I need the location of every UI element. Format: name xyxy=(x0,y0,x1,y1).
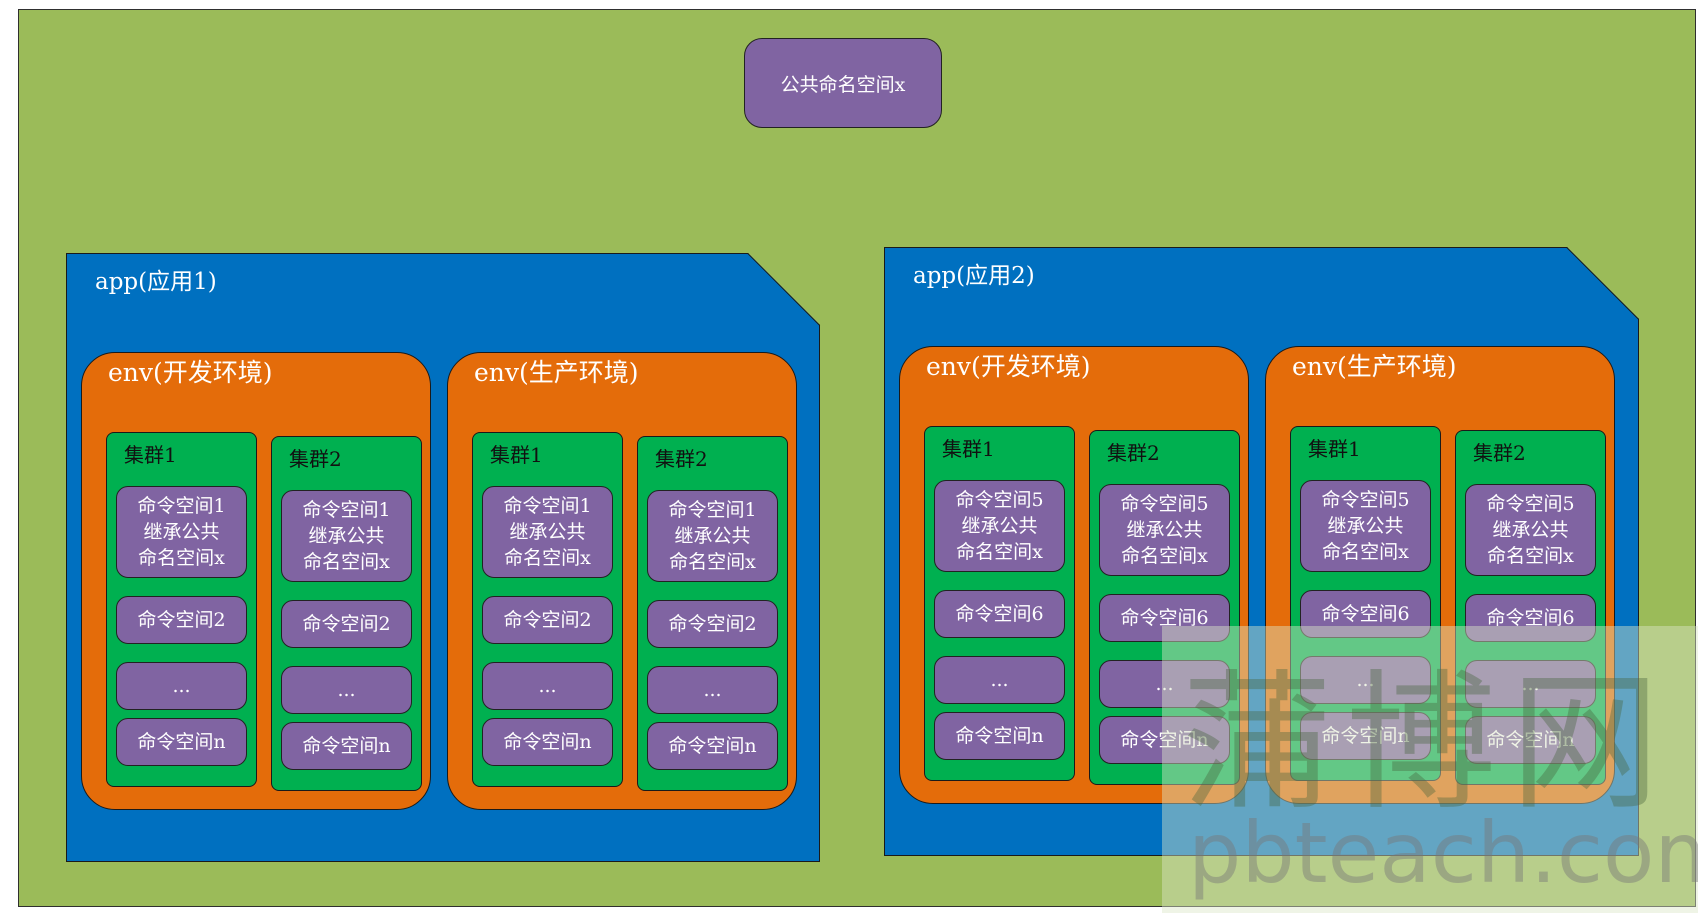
env-box: env(生产环境) 集群1 命令空间1 继承公共 命名空间x 命令空间2... 命令空间… xyxy=(447,352,797,810)
cluster-title: 集群2 xyxy=(1107,441,1160,465)
namespace-box: 命令空间n xyxy=(482,718,613,766)
app-title: app(应用2) xyxy=(913,263,1035,289)
namespace-box: 命令空间1 继承公共 命名空间x xyxy=(281,490,412,582)
namespace-box: 命令空间1 继承公共 命名空间x xyxy=(116,486,247,578)
env-box: env(生产环境) 集群1 命令空间5 继承公共 命名空间x 命令空间6... 命令空间… xyxy=(1265,346,1615,804)
namespace-box: 命令空间6 xyxy=(1099,594,1230,642)
cluster-box: 集群1 命令空间1 继承公共 命名空间x 命令空间2... 命令空间n xyxy=(106,432,257,787)
namespace-box: ... xyxy=(116,662,247,710)
env-box: env(开发环境) 集群1 命令空间1 继承公共 命名空间x 命令空间2... 命令空间… xyxy=(81,352,431,810)
cluster-title: 集群1 xyxy=(124,443,177,467)
namespace-box: 命令空间2 xyxy=(116,596,247,644)
namespace-box: 命令空间5 继承公共 命名空间x xyxy=(934,480,1065,572)
namespace-box: 命令空间6 xyxy=(1465,594,1596,642)
namespace-box: 命令空间n xyxy=(647,722,778,770)
public-namespace-box: 公共命名空间x xyxy=(744,38,942,128)
namespace-box: ... xyxy=(281,666,412,714)
cluster-title: 集群1 xyxy=(942,437,995,461)
namespace-box: ... xyxy=(1099,660,1230,708)
cluster-title: 集群2 xyxy=(655,447,708,471)
env-title: env(开发环境) xyxy=(108,358,273,387)
namespace-box: ... xyxy=(934,656,1065,704)
cluster-box: 集群2 命令空间1 继承公共 命名空间x 命令空间2... 命令空间n xyxy=(271,436,422,791)
namespace-box: 命令空间n xyxy=(1300,712,1431,760)
cluster-title: 集群1 xyxy=(1308,437,1361,461)
namespace-box: 命令空间2 xyxy=(647,600,778,648)
namespace-box: 命令空间5 继承公共 命名空间x xyxy=(1465,484,1596,576)
app-box-1: app(应用1) env(开发环境) 集群1 命令空间1 继承公共 命名空间x 命令空间… xyxy=(66,253,820,862)
cluster-box: 集群1 命令空间1 继承公共 命名空间x 命令空间2... 命令空间n xyxy=(472,432,623,787)
namespace-box: ... xyxy=(482,662,613,710)
env-title: env(生产环境) xyxy=(1292,352,1457,381)
cluster-box: 集群2 命令空间5 继承公共 命名空间x 命令空间6... 命令空间n xyxy=(1455,430,1606,785)
namespace-box: ... xyxy=(1300,656,1431,704)
namespace-box: 命令空间n xyxy=(934,712,1065,760)
namespace-box: 命令空间5 继承公共 命名空间x xyxy=(1099,484,1230,576)
env-title: env(开发环境) xyxy=(926,352,1091,381)
namespace-box: 命令空间n xyxy=(1099,716,1230,764)
namespace-box: 命令空间1 继承公共 命名空间x xyxy=(482,486,613,578)
app-box-2: app(应用2) env(开发环境) 集群1 命令空间5 继承公共 命名空间x 命令空间… xyxy=(884,247,1639,856)
namespace-box: 命令空间n xyxy=(1465,716,1596,764)
watermark: 蒲博网 pbteach.com xyxy=(1162,626,1698,913)
namespace-box: 命令空间2 xyxy=(482,596,613,644)
namespace-box: 命令空间n xyxy=(116,718,247,766)
namespace-box: ... xyxy=(1465,660,1596,708)
namespace-box: 命令空间1 继承公共 命名空间x xyxy=(647,490,778,582)
namespace-box: 命令空间n xyxy=(281,722,412,770)
namespace-box: 命令空间6 xyxy=(1300,590,1431,638)
namespace-box: ... xyxy=(647,666,778,714)
namespace-box: 命令空间2 xyxy=(281,600,412,648)
cluster-box: 集群1 命令空间5 继承公共 命名空间x 命令空间6... 命令空间n xyxy=(1290,426,1441,781)
env-title: env(生产环境) xyxy=(474,358,639,387)
cluster-box: 集群1 命令空间5 继承公共 命名空间x 命令空间6... 命令空间n xyxy=(924,426,1075,781)
cluster-title: 集群1 xyxy=(490,443,543,467)
cluster-title: 集群2 xyxy=(289,447,342,471)
cluster-box: 集群2 命令空间5 继承公共 命名空间x 命令空间6... 命令空间n xyxy=(1089,430,1240,785)
app-title: app(应用1) xyxy=(95,269,217,295)
watermark-en: pbteach.com xyxy=(1188,804,1698,902)
env-box: env(开发环境) 集群1 命令空间5 继承公共 命名空间x 命令空间6... 命令空间… xyxy=(899,346,1249,804)
namespace-box: 命令空间5 继承公共 命名空间x xyxy=(1300,480,1431,572)
namespace-box: 命令空间6 xyxy=(934,590,1065,638)
watermark-cn: 蒲博网 xyxy=(1182,657,1675,831)
cluster-box: 集群2 命令空间1 继承公共 命名空间x 命令空间2... 命令空间n xyxy=(637,436,788,791)
cluster-title: 集群2 xyxy=(1473,441,1526,465)
